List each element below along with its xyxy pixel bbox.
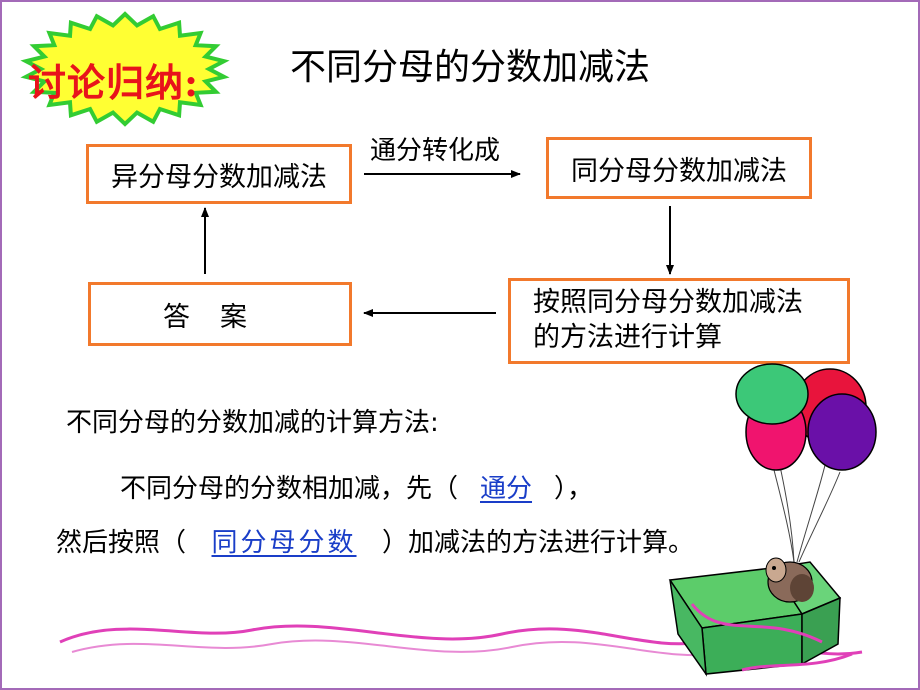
flow-box-unlike-denominator-label: 异分母分数加减法: [111, 161, 327, 193]
answer-blank-2[interactable]: 同分母分数: [211, 528, 357, 558]
method-sentence-1: 不同分母的分数相加减，先（ 通分 ），: [120, 468, 593, 505]
sentence-1-suffix: ），: [554, 474, 594, 504]
balloon-purple-icon: [807, 393, 877, 471]
answer-blank-1[interactable]: 通分: [480, 474, 533, 504]
starburst-badge: [20, 11, 230, 127]
balloon-green-icon: [735, 363, 809, 425]
flow-box-answer: 答案: [88, 282, 352, 346]
sentence-1-prefix: 不同分母的分数相加减，先（: [120, 474, 459, 504]
flow-box-answer-label: 答案: [163, 301, 277, 333]
flow-box-method-line2: 的方法进行计算: [533, 322, 722, 353]
flow-box-like-denominator: 同分母分数加减法: [546, 137, 812, 199]
puppy-icon: [765, 557, 814, 603]
badge-label: 讨论归纳:: [28, 60, 200, 105]
flow-box-like-denominator-label: 同分母分数加减法: [571, 155, 787, 187]
flow-box-method-line1: 按照同分母分数加减法: [533, 287, 803, 318]
flow-box-method: 按照同分母分数加减法 的方法进行计算: [508, 278, 850, 364]
method-heading: 不同分母的分数加减的计算方法:: [66, 408, 439, 438]
method-sentence-2: 然后按照（ 同分母分数 ）加减法的方法进行计算。: [56, 522, 694, 559]
page-title: 不同分母的分数加减法: [290, 47, 651, 88]
arrow-label-common-denominator: 通分转化成: [370, 136, 501, 166]
sentence-2-prefix: 然后按照（: [56, 528, 187, 558]
flow-box-unlike-denominator: 异分母分数加减法: [86, 144, 352, 204]
sentence-2-suffix: ）加减法的方法进行计算。: [382, 528, 695, 558]
gift-box-icon: [668, 561, 853, 677]
